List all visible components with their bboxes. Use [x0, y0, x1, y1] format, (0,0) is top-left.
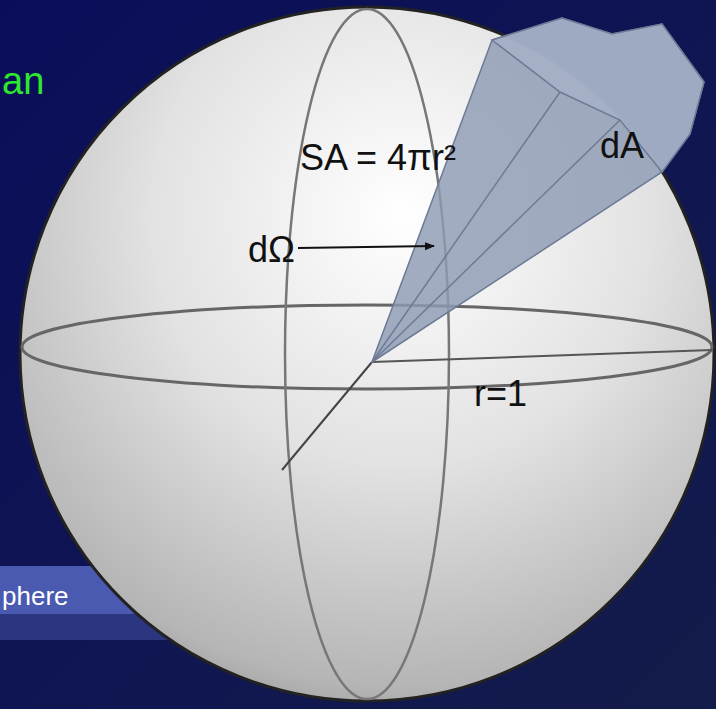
- text-fragment: phere: [2, 583, 69, 609]
- sphere: [20, 7, 714, 701]
- heading-fragment: an: [2, 62, 44, 100]
- radius-line: [282, 362, 372, 470]
- area-patch-dA: [492, 18, 704, 172]
- equator: [22, 305, 712, 389]
- solid-angle-cone: [372, 18, 704, 362]
- radius-r1: [372, 350, 712, 362]
- meridian: [285, 9, 449, 699]
- area-label: dA: [600, 128, 644, 164]
- surface-area-formula: SA = 4πr²: [300, 140, 456, 176]
- radius-label: r=1: [474, 376, 527, 412]
- leader-arrow: [298, 246, 434, 248]
- solid-angle-label: dΩ: [248, 232, 295, 268]
- cone-edge: [372, 92, 560, 362]
